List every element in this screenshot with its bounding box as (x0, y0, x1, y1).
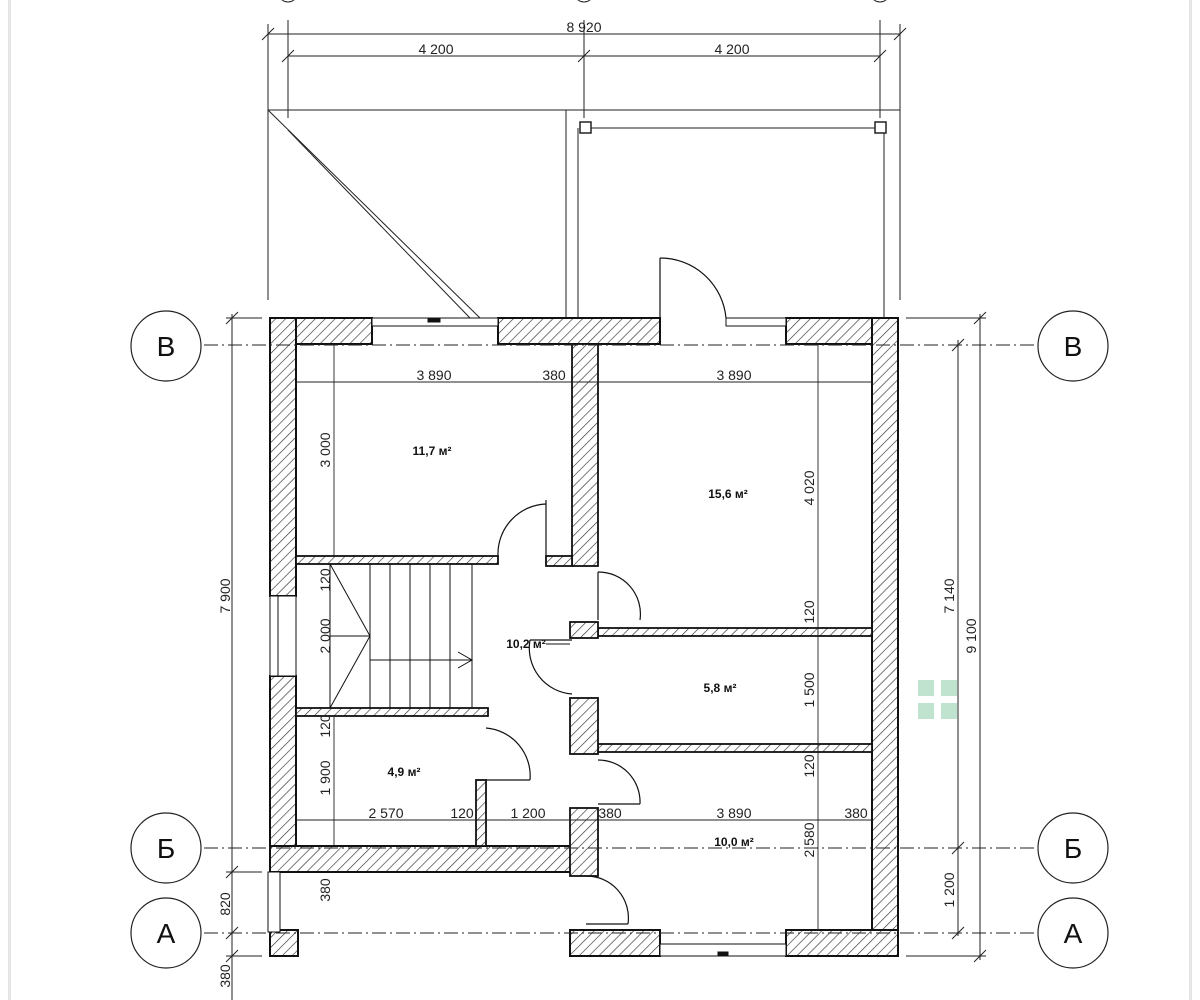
page-edge-left (8, 0, 11, 1000)
svg-text:А: А (1064, 918, 1083, 949)
staircase (329, 563, 474, 709)
dim-wall-bottom: 380 (317, 878, 333, 902)
dim-bottom-w4: 380 (598, 805, 622, 821)
dim-room3-depth: 2 580 (801, 822, 817, 857)
room-area-hall: 10,2 м² (506, 637, 546, 651)
dim-stair-bottom-gap: 120 (317, 714, 333, 738)
room-area-2: 15,6 м² (708, 487, 748, 501)
dim-left-base: 380 (217, 964, 233, 988)
column-post-left (579, 121, 592, 134)
dim-bottom-w2: 120 (450, 805, 474, 821)
axis-marker-b-left: Б (130, 812, 202, 884)
axis-marker-b-right: Б (1037, 812, 1109, 884)
svg-text:Б: Б (1064, 833, 1082, 864)
dim-bottom-w5: 3 890 (716, 805, 751, 821)
watermark-square (941, 703, 957, 719)
watermark-square (918, 703, 934, 719)
page-edge-right (1189, 0, 1192, 1000)
doors (485, 257, 727, 925)
svg-text:Б: Б (157, 833, 175, 864)
axis-marker-v-right: В (1037, 310, 1109, 382)
interior-walls (295, 343, 873, 877)
windows (267, 317, 787, 957)
dim-bath-bottom-gap: 120 (801, 754, 817, 778)
dim-right-total: 9 100 (963, 618, 979, 653)
dim-bath-depth: 1 500 (801, 672, 817, 707)
dim-left-lower: 820 (217, 892, 233, 916)
dim-left-total: 7 900 (217, 578, 233, 613)
watermark-square (941, 680, 957, 696)
dim-room1-depth: 3 000 (317, 432, 333, 467)
dim-right-inner: 7 140 (941, 578, 957, 613)
dim-room2-depth: 4 020 (801, 470, 817, 505)
dim-bottom-w1: 2 570 (368, 805, 403, 821)
room-area-bath: 5,8 м² (704, 681, 737, 695)
dim-overall-width: 8 920 (566, 19, 601, 35)
room-area-wc: 4,9 м² (388, 765, 421, 779)
right-dimension-lines (906, 311, 987, 963)
dim-wc-depth: 1 900 (317, 760, 333, 795)
dim-room2-width: 3 890 (716, 367, 751, 383)
dim-left-bay: 4 200 (418, 41, 453, 57)
axis-marker-v-left: В (130, 310, 202, 382)
axis-marker-a-right: А (1037, 897, 1109, 969)
dim-room1-width: 3 890 (416, 367, 451, 383)
axis-marker-a-left: А (130, 897, 202, 969)
svg-text:А: А (157, 918, 176, 949)
svg-text:В: В (1064, 331, 1083, 362)
axis-lines (204, 344, 1036, 934)
room-area-3: 10,0 м² (714, 835, 754, 849)
dim-stair-length: 2 000 (317, 618, 333, 653)
top-dimension-lines (261, 20, 907, 300)
dim-wall-mid: 380 (542, 367, 566, 383)
room-area-1: 11,7 м² (413, 444, 452, 458)
interior-dimension-lines (296, 344, 872, 930)
svg-text:В: В (157, 331, 176, 362)
dim-right-bay: 4 200 (714, 41, 749, 57)
dim-bath-gap: 120 (801, 600, 817, 624)
dim-bottom-w3: 1 200 (510, 805, 545, 821)
dim-right-lower: 1 200 (941, 872, 957, 907)
column-post-right (874, 121, 887, 134)
dim-stair-top-gap: 120 (317, 568, 333, 592)
top-axis-circles (281, 0, 887, 3)
left-dimension-lines (225, 311, 262, 1000)
roof-outline (267, 109, 900, 319)
watermark-square (918, 680, 934, 696)
dim-bottom-w6: 380 (844, 805, 868, 821)
